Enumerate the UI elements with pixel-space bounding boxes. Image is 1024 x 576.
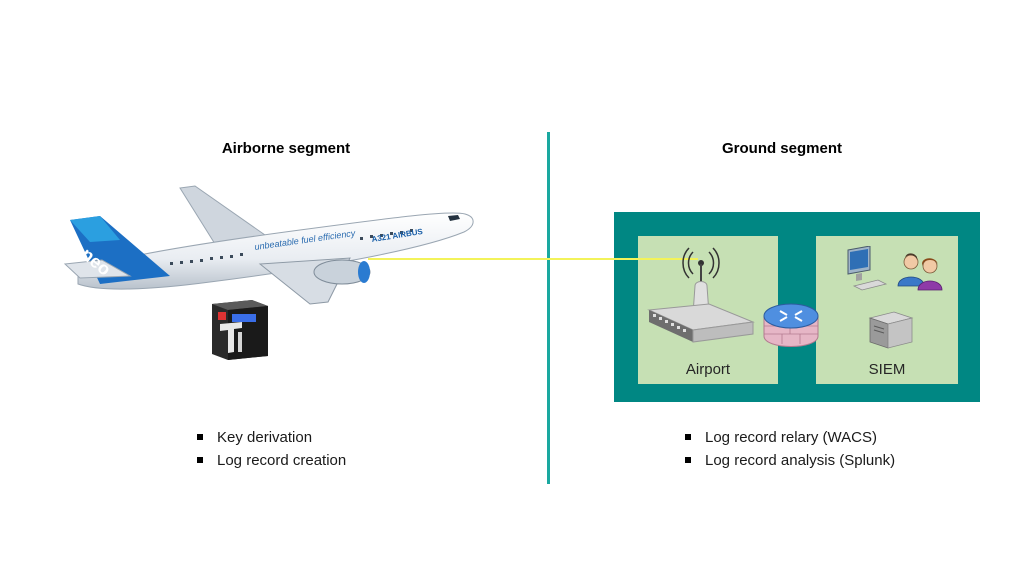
airport-label: Airport [685,361,731,378]
siem-label: SIEM [868,361,906,378]
avionics-box-icon [212,300,268,360]
users-icon [897,253,943,291]
server-icon [868,311,914,349]
airborne-segment-title: Airborne segment [221,140,351,157]
network-switch-icon [647,303,755,343]
air-ground-link [368,258,698,260]
list-item: Key derivation [195,426,346,449]
ground-bullet-list: Log record relary (WACS) Log record anal… [683,426,895,472]
airborne-bullet-list: Key derivation Log record creation [195,426,346,472]
airplane-icon: unbeatable fuel efficiency A321 AIRBUS n… [63,185,474,305]
ground-segment-title: Ground segment [721,140,842,157]
list-item: Log record analysis (Splunk) [683,449,895,472]
list-item: Log record creation [195,449,346,472]
computer-icon [847,246,888,291]
list-item: Log record relary (WACS) [683,426,895,449]
segment-divider [547,132,550,484]
router-icon [763,303,819,347]
